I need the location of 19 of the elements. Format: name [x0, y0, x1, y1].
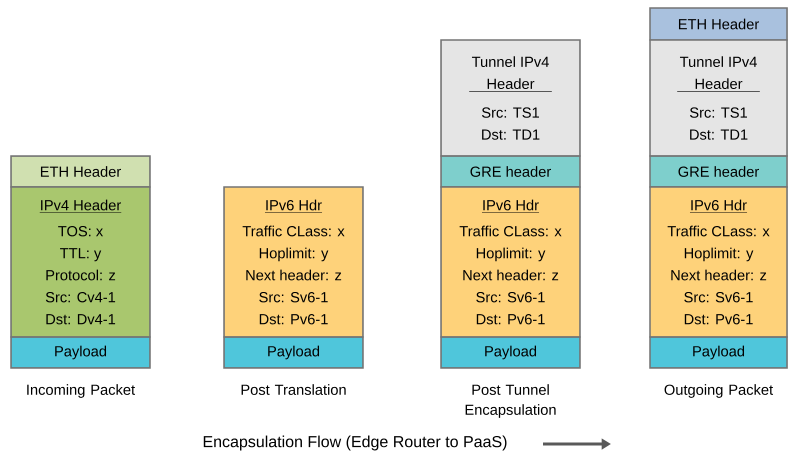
packet-caption: Outgoing Packet	[664, 384, 774, 398]
header-segment: ETH Header	[10, 155, 151, 188]
header-segment: GRE header	[649, 155, 788, 188]
packet-caption: Post Tunnel Encapsulation	[466, 384, 556, 418]
header-segment: IPv6 Hdr Traffic CLass: x Hoplimit: y Next header: z Src: Sv6-1 Dst: Pv6-1	[223, 186, 364, 338]
payload-segment: Payload	[223, 336, 364, 369]
header-segment: GRE header	[440, 155, 581, 188]
header-segment: IPv6 Hdr Traffic CLass: x Hoplimit: y Next header: z Src: Sv6-1 Dst: Pv6-1	[649, 186, 788, 338]
payload-segment: Payload	[440, 336, 581, 369]
header-segment: Tunnel IPv4 Header Src: TS1 Dst: TD1	[649, 39, 788, 157]
header-segment: ETH Header	[649, 7, 788, 41]
packet-caption: Post Translation	[242, 384, 346, 395]
header-segment: IPv4 Header TOS: x TTL: y Protocol: z Src: Cv4-1 Dst: Dv4-1	[10, 186, 151, 338]
header-segment: Tunnel IPv4 Header Src: TS1 Dst: TD1	[440, 39, 581, 157]
flow-caption: Encapsulation Flow (Edge Router to PaaS)	[204, 436, 506, 450]
header-segment: IPv6 Hdr Traffic CLass: x Hoplimit: y Next header: z Src: Sv6-1 Dst: Pv6-1	[440, 186, 581, 338]
packet-caption: Incoming Packet	[27, 384, 135, 398]
payload-segment: Payload	[10, 336, 151, 369]
payload-segment: Payload	[649, 336, 788, 369]
